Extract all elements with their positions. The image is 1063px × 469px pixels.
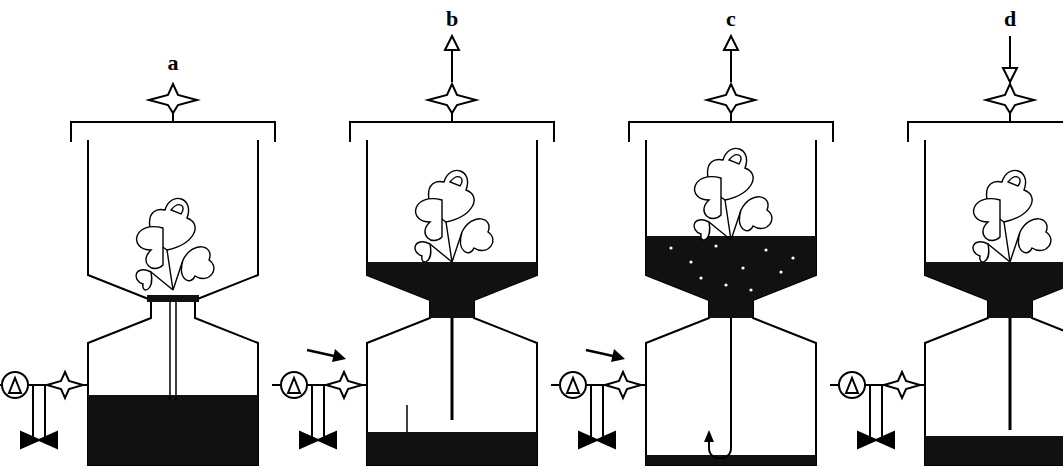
panel-letter: c [726,8,736,30]
panel-d-apparatus [830,36,1063,465]
panel-c-apparatus [551,36,833,465]
panel-letter: a [168,52,179,74]
panel-a-apparatus [0,84,275,465]
panel-b-apparatus [272,36,554,465]
panel-letter: b [446,8,458,30]
panel-letter: d [1004,8,1016,30]
